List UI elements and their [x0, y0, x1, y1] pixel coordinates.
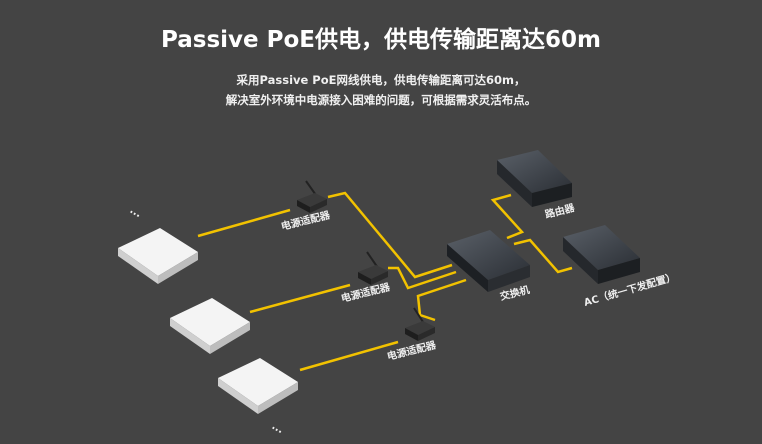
ellipsis-top: ··· — [127, 207, 142, 222]
cable-ap3-adapter3 — [299, 340, 399, 372]
switch-device — [447, 230, 530, 292]
adapter-label-2: 电源适配器 — [340, 280, 393, 305]
router-label: 路由器 — [544, 201, 577, 221]
page-title: Passive PoE供电，供电传输距离达60m — [161, 27, 601, 53]
cables — [197, 191, 573, 372]
cable-ap1-adapter1 — [197, 208, 291, 238]
cable-adapter1-switch — [327, 191, 453, 279]
subtitle-line-1: 采用Passive PoE网线供电，供电传输距离可达60m， — [236, 73, 526, 87]
cable-adapter3-switch — [416, 278, 467, 322]
ac-controller-device — [563, 225, 640, 284]
access-point-1 — [118, 228, 198, 284]
power-adapter-1 — [297, 180, 327, 213]
cable-switch-ac — [513, 238, 573, 274]
cable-adapter2-switch — [388, 266, 457, 290]
subtitle-line-2: 解决室外环境中电源接入困难的问题，可根据需求灵活布点。 — [225, 93, 537, 107]
router-device — [497, 150, 572, 207]
cable-switch-router — [490, 193, 525, 240]
power-adapter-2 — [358, 251, 388, 285]
access-point-3 — [218, 358, 298, 414]
power-adapter-3 — [405, 307, 435, 341]
cable-ap2-adapter2 — [249, 283, 351, 314]
access-point-2 — [170, 298, 250, 354]
ellipsis-bottom: ··· — [269, 423, 284, 438]
adapter-label-3: 电源适配器 — [386, 338, 439, 363]
